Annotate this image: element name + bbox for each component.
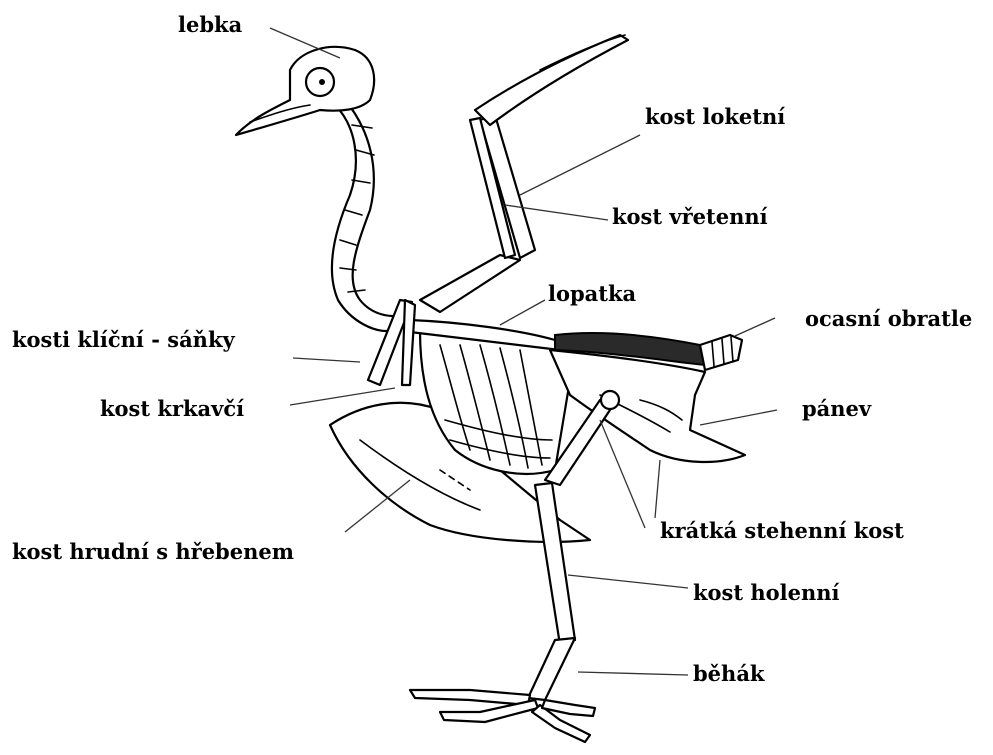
humerus [420, 255, 520, 312]
label-ulna: kost loketní [645, 106, 785, 127]
label-clavicles: kosti klíční - sáňky [12, 329, 235, 350]
label-sternum: kost hrudní s hřebenem [12, 541, 294, 562]
label-tarsometatarsus: běhák [693, 663, 764, 684]
label-coracoid: kost krkavčí [100, 398, 244, 419]
label-tail-vertebrae: ocasní obratle [805, 308, 972, 329]
wing-hand [475, 35, 628, 125]
neck [332, 100, 405, 331]
tarsometatarsus [528, 638, 575, 700]
label-femur: krátká stehenní kost [660, 520, 904, 541]
label-radius: kost vřetenní [612, 206, 768, 227]
label-pelvis: pánev [802, 398, 871, 419]
label-skull: lebka [178, 14, 242, 35]
label-scapula: lopatka [548, 283, 636, 304]
furcula [402, 300, 415, 385]
tail-vertebrae [700, 335, 742, 370]
label-tibia: kost holenní [693, 582, 840, 603]
tibia [535, 483, 575, 645]
toes [410, 690, 595, 742]
